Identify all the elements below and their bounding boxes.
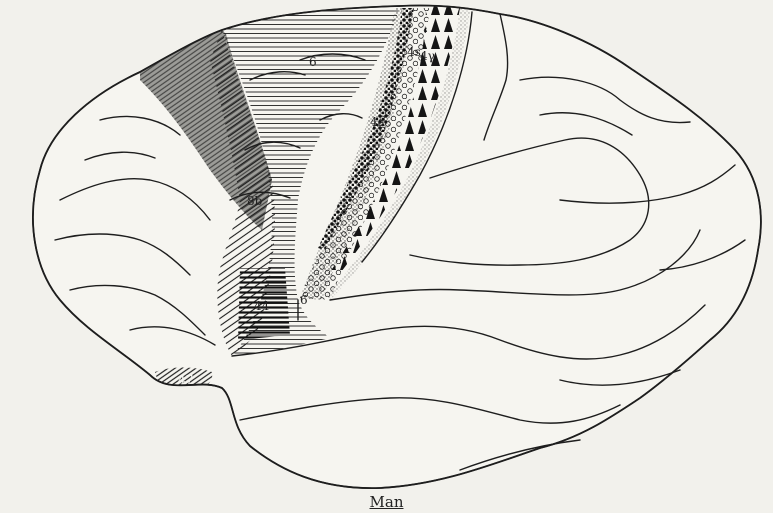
label-area-4y: 4γ: [420, 50, 435, 62]
label-area-8b: 8b: [247, 195, 262, 207]
label-area-6-top: 6: [309, 56, 317, 68]
label-area-4a: 4a: [370, 116, 385, 128]
label-area-6-bottom: 6: [300, 294, 308, 306]
label-area-4s: 4s: [407, 46, 421, 58]
figure-caption: Man: [0, 493, 773, 511]
label-area-44: 44: [254, 300, 269, 312]
label-area-47: 47: [178, 374, 193, 386]
